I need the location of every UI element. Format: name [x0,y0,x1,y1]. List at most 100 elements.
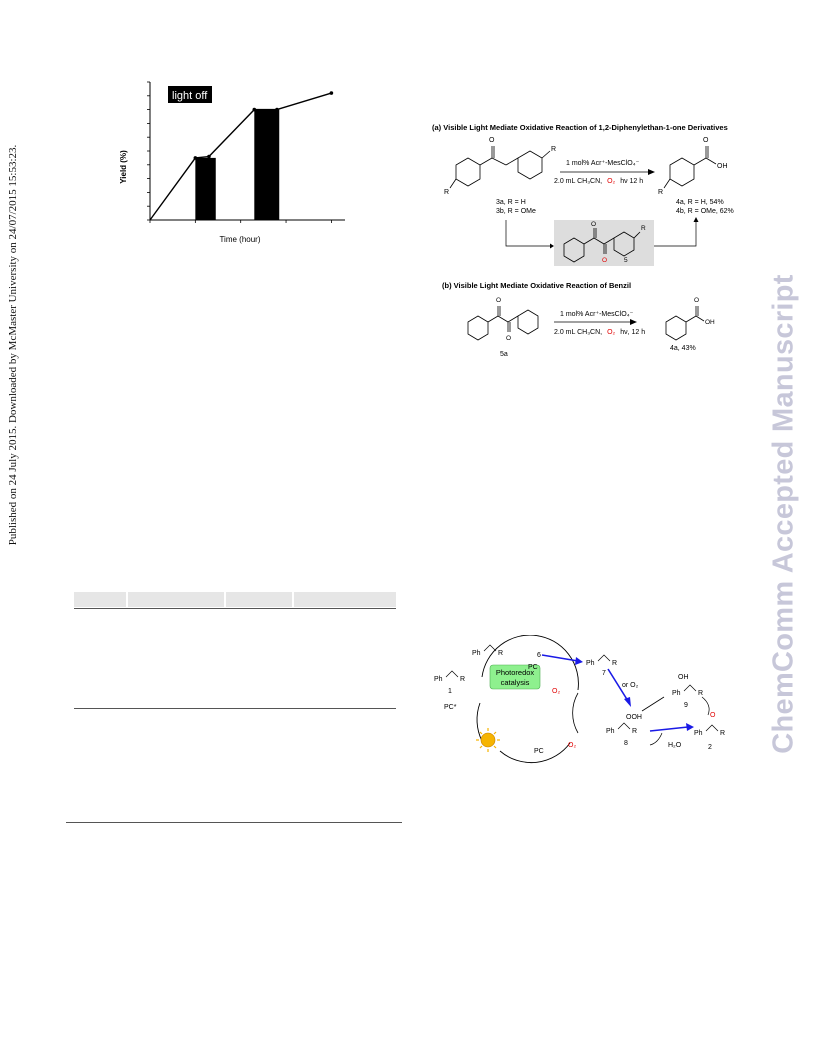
chart-series-line [149,92,332,221]
mech-h2o: H₂O [668,742,682,749]
mech-ph-1: Ph [434,676,443,683]
mech-ph-6: Ph [472,650,481,657]
mech-ooh: OOH [626,714,642,721]
mech-r-1: R [460,676,465,683]
intermediate-box [554,220,654,266]
benzoic-o-label: O [694,297,699,304]
oxygen-arc [572,692,579,734]
scheme-b-light: hν, 12 h [620,329,645,336]
product-oh-label: OH [717,163,728,170]
mech-or-o2-text: or O₂ [622,682,639,689]
product-4a-label: 4a, R = H, 54% [676,199,724,206]
publication-note: Published on 24 July 2015. Downloaded by… [7,144,19,546]
light-off-label-box [168,86,212,103]
benzil-structure [467,306,539,341]
scheme-b-solvent: 2.0 mL CH₃CN, [554,329,602,336]
scheme-b-condition-top: 1 mol% Acr⁺-MesClO₄⁻ [560,311,634,318]
substrate-r-label: R [551,146,556,153]
mech-label-7: 7 [602,670,606,677]
mech-label-1: 1 [448,688,452,695]
substrate-o-label: O [489,137,495,144]
mech-r-8: R [632,728,637,735]
benzoic-acid-structure [665,306,705,341]
arrow-9-to-2 [701,696,710,716]
mech-bond-2 [705,724,719,732]
mech-o2-bottom: O₂ [568,742,576,749]
mech-pc-star: PC* [444,704,457,711]
product-o-label: O [703,137,709,144]
flow-arrowhead-to-product [693,217,699,222]
flow-arrow-to-intermediate [505,220,550,247]
scheme-a-condition-bottom: 2.0 mL CH₃CN, O₂ hν 12 h [554,178,643,185]
benzil-o-top: O [496,297,501,304]
mech-label-6: 6 [537,652,541,659]
scheme-a-light: hν 12 h [620,178,643,185]
product-4-structure [663,146,717,189]
scheme-a-o2: O₂ [607,178,615,185]
mech-r-2: R [720,730,725,737]
reaction-arrowhead-a [648,169,655,175]
sun-icon [476,728,500,752]
scheme-b-o2: O₂ [607,329,615,336]
photoredox-catalysis-box [489,664,541,690]
arrow-to-9 [641,696,665,712]
chart-plot-area: light off [147,81,345,223]
cycle-arc-left [476,702,483,742]
blue-arrowhead-to-7 [575,657,583,665]
mech-o-2: O [710,712,716,719]
mech-bond-9 [683,684,697,692]
mech-superoxide: O₂ [552,688,560,695]
intermediate-r-label: R [641,225,646,232]
mech-r-9: R [698,690,703,697]
product-4b-label: 4b, R = OMe, 62% [676,208,734,215]
substrate-3a-label: 3a, R = H [496,199,526,206]
benzoic-product-label: 4a, 43% [670,345,696,352]
benzil-o-bottom: O [506,335,511,342]
flow-arrowhead-to-intermediate [550,243,554,249]
mech-bond-8 [617,722,631,730]
scheme-a-title: (a) Visible Light Mediate Oxidative Reac… [432,123,728,132]
mech-bond-7 [597,654,611,662]
mech-ph-7: Ph [586,660,595,667]
benzoic-oh-label: OH [705,319,715,326]
mech-pc: PC [534,748,544,755]
cycle-arc-top [481,635,579,691]
mechanism-scheme: Photoredox catalysis Ph R 1 Ph R 6 PC PC… [434,635,725,764]
mech-bond-1 [445,670,459,678]
scheme-b-title: (b) Visible Light Mediate Oxidative Reac… [442,281,631,290]
mech-ph-8: Ph [606,728,615,735]
yield-time-chart: light off Yield (%) Time (hour) [119,81,345,244]
mech-ph-9: Ph [672,690,681,697]
chart-bar-2 [254,109,280,220]
mech-label-8: 8 [624,740,628,747]
product-r-label: R [658,189,663,196]
table-header-rule [74,608,396,609]
intermediate-o-bottom: O [602,257,607,264]
reaction-arrowhead-b [630,319,637,325]
table-bottom-rule [66,822,402,823]
chart-bar-1 [195,157,216,220]
x-axis-label: Time (hour) [219,235,260,244]
publication-sidebar: Published on 24 July 2015. Downloaded by… [2,0,24,1056]
mech-or-o2: or O₂ [622,682,639,689]
blue-arrow-to-2 [649,726,689,732]
cycle-arc-bottom [499,742,571,764]
mech-label-2: 2 [708,744,712,751]
blue-arrowhead-to-2 [686,723,694,731]
accepted-manuscript-watermark: ChemComm Accepted Manuscript [767,274,800,754]
mech-r-6: R [498,650,503,657]
mech-r-7: R [612,660,617,667]
light-off-label: light off [172,90,208,102]
table-middle-rule [74,708,396,709]
scheme-a: (a) Visible Light Mediate Oxidative Reac… [432,123,734,266]
blue-arrow-to-7 [541,654,579,662]
scheme-a-solvent: 2.0 mL CH₃CN, [554,178,602,185]
substrate-3-structure [449,146,551,189]
blue-arrow-to-8 [607,668,629,702]
mech-ph-2: Ph [694,730,703,737]
intermediate-o-top: O [591,221,596,228]
substrate-r2-label: R [444,189,449,196]
catalysis-line2: catalysis [501,678,530,687]
mech-pc-minus: PC [528,664,538,671]
water-loss-arrow [649,732,663,746]
